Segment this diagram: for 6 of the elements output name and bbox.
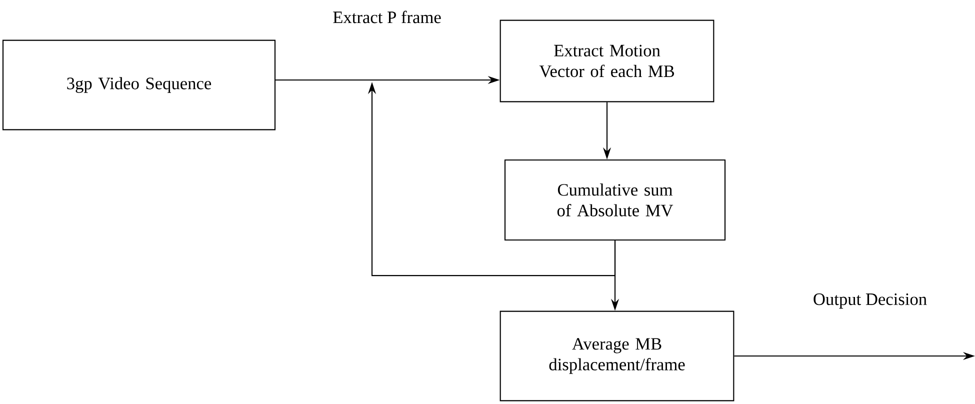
process-box: Average MB displacement/frame	[500, 310, 734, 402]
edge-label: Extract P frame	[331, 9, 443, 25]
edge-label: Output Decision	[812, 292, 928, 310]
process-box: Cumulative sum of Absolute MV	[504, 159, 726, 241]
process-box: 3gp Video Sequence	[2, 40, 276, 130]
process-box: Extract Motion Vector of each MB	[500, 20, 714, 102]
